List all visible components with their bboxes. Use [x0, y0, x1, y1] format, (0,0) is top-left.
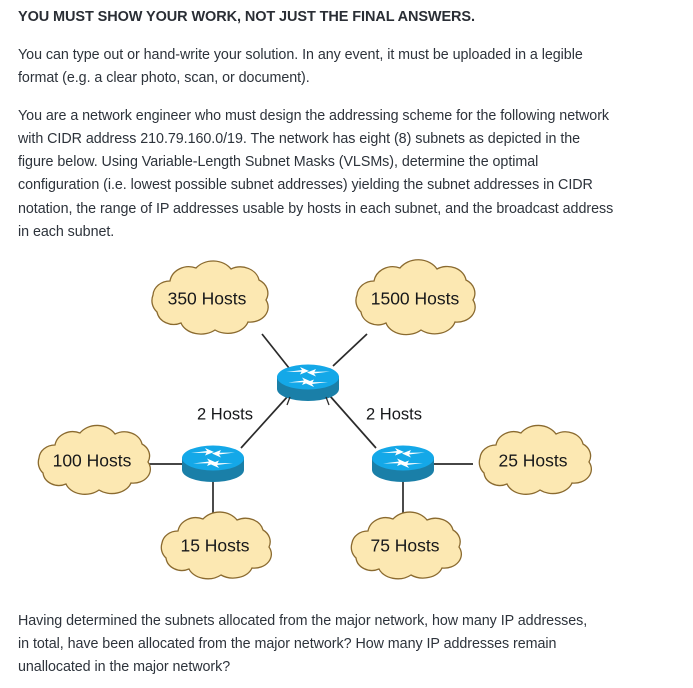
- network-topology-svg: 350 Hosts 1500 Hosts 100 Hosts 25 Hosts …: [37, 259, 593, 580]
- cloud-25-hosts: 25 Hosts: [478, 424, 593, 495]
- link-label-2-hosts-right: 2 Hosts: [366, 405, 422, 423]
- cloud-100-hosts-label: 100 Hosts: [53, 451, 132, 471]
- page-heading: YOU MUST SHOW YOUR WORK, NOT JUST THE FI…: [18, 9, 475, 25]
- cloud-15-hosts: 15 Hosts: [160, 511, 273, 580]
- followup-question-paragraph: Having determined the subnets allocated …: [18, 613, 588, 676]
- problem-statement-paragraph: You are a network engineer who must desi…: [18, 108, 614, 240]
- cloud-1500-hosts: 1500 Hosts: [355, 259, 476, 336]
- link-cloud350-to-core-router: [261, 333, 290, 369]
- instructions-paragraph: You can type out or hand-write your solu…: [18, 47, 583, 87]
- cloud-350-hosts-label: 350 Hosts: [168, 289, 247, 309]
- cloud-1500-hosts-label: 1500 Hosts: [371, 289, 460, 309]
- link-core-router-to-left-router: [240, 395, 289, 449]
- cloud-100-hosts: 100 Hosts: [37, 424, 152, 495]
- link-label-2-hosts-left: 2 Hosts: [197, 405, 253, 423]
- cloud-75-hosts: 75 Hosts: [350, 511, 463, 580]
- cloud-25-hosts-label: 25 Hosts: [498, 451, 567, 471]
- link-cloud1500-to-core-router: [332, 333, 368, 367]
- link-group: [148, 333, 473, 518]
- network-diagram: 350 Hosts 1500 Hosts 100 Hosts 25 Hosts …: [0, 250, 693, 600]
- cloud-15-hosts-label: 15 Hosts: [180, 536, 249, 556]
- router-left: [182, 445, 244, 482]
- router-right: [372, 445, 434, 482]
- link-core-router-to-right-router: [329, 395, 377, 449]
- router-core: [277, 364, 339, 406]
- cloud-350-hosts: 350 Hosts: [151, 260, 269, 335]
- cloud-75-hosts-label: 75 Hosts: [370, 536, 439, 556]
